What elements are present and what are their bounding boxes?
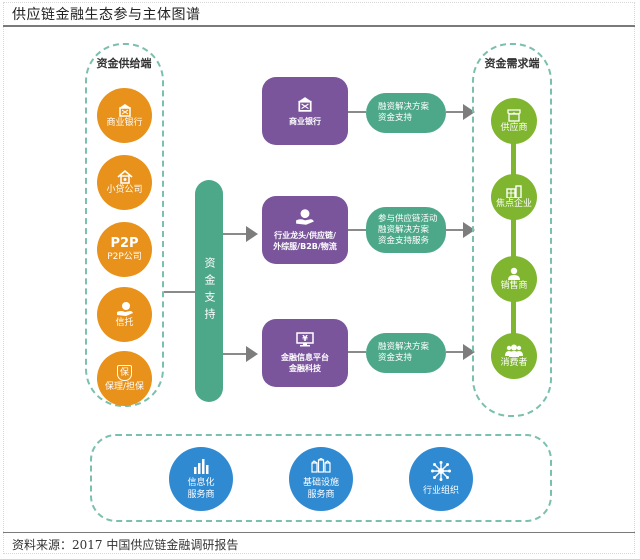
service-line: 融资解决方案 bbox=[378, 342, 430, 352]
shield-icon: 保 bbox=[117, 364, 132, 381]
figure-title: 供应链金融生态参与主体图谱 bbox=[12, 7, 201, 23]
group-icon bbox=[505, 344, 523, 357]
demand-item-consumer: 消费者 bbox=[491, 333, 537, 379]
channel-3-connector bbox=[348, 351, 366, 353]
demand-chain-line bbox=[511, 120, 516, 360]
channel-2-service-pill: 参与供应链活动 融资解决方案 资金支持服务 bbox=[366, 207, 446, 253]
service-label-line: 服务商 bbox=[187, 489, 215, 500]
bar-to-channel-2-line bbox=[223, 233, 249, 235]
p2p-text-icon: P2P bbox=[110, 236, 139, 251]
arrow-right-icon bbox=[246, 346, 258, 362]
channel-label-line: 商业银行 bbox=[289, 116, 321, 126]
capital-support-bar: 资金支持 bbox=[195, 180, 223, 402]
demand-item-label: 供应商 bbox=[500, 122, 528, 133]
demand-item-label: 焦点企业 bbox=[495, 198, 532, 209]
channel-3-out-line bbox=[446, 351, 466, 353]
service-label-line: 信息化 bbox=[187, 477, 215, 488]
monitor-yen-icon: ¥ bbox=[296, 332, 314, 348]
supply-item-factoring-guarantee: 保 保理/担保 bbox=[97, 351, 152, 406]
bar-to-channel-3-line bbox=[223, 353, 249, 355]
channel-label-line: 外综服/B2B/物流 bbox=[273, 242, 337, 251]
channel-label-line: 金融科技 bbox=[289, 364, 321, 373]
demand-item-core-enterprise: 焦点企业 bbox=[491, 174, 537, 220]
service-line: 资金支持 bbox=[378, 113, 413, 123]
channel-industry-leaders: 行业龙头/供应链/ 外综服/B2B/物流 bbox=[262, 196, 348, 264]
cubes-icon bbox=[311, 457, 331, 474]
supply-item-label: 商业银行 bbox=[106, 117, 143, 128]
service-infrastructure-provider: 基础设施 服务商 bbox=[289, 447, 353, 511]
supply-item-trust: 信托 bbox=[97, 287, 152, 342]
channel-2-connector bbox=[348, 229, 366, 231]
shop-icon bbox=[507, 108, 521, 122]
service-line: 参与供应链活动 bbox=[378, 213, 438, 224]
service-providers-group bbox=[90, 434, 552, 522]
service-label-line: 行业组织 bbox=[422, 486, 459, 496]
demand-item-label: 销售商 bbox=[500, 280, 528, 291]
supply-item-label: P2P公司 bbox=[107, 252, 142, 262]
supply-item-label: 保理/担保 bbox=[104, 381, 145, 392]
supply-item-microcredit: 小贷公司 bbox=[97, 155, 152, 210]
channel-1-out-line bbox=[446, 111, 466, 113]
service-it-provider: 信息化 服务商 bbox=[169, 447, 233, 511]
channel-label-line: 金融信息平台 bbox=[281, 353, 329, 362]
person-icon bbox=[507, 267, 521, 280]
channel-1-service-pill: 融资解决方案 资金支持 bbox=[366, 93, 446, 133]
service-label-line: 基础设施 bbox=[302, 477, 339, 488]
channel-label-line: 行业龙头/供应链/ bbox=[274, 231, 336, 240]
arrow-right-icon bbox=[246, 226, 258, 242]
bank-icon bbox=[118, 103, 132, 117]
supply-side-title: 资金供给端 bbox=[96, 57, 152, 70]
top-rule bbox=[3, 25, 635, 27]
demand-side-group bbox=[472, 43, 552, 417]
hand-coin-icon bbox=[116, 301, 134, 317]
service-line: 融资解决方案 bbox=[378, 102, 430, 112]
supply-to-bar-connector bbox=[164, 291, 195, 293]
channel-1-connector bbox=[348, 111, 366, 113]
service-label-line: 服务商 bbox=[307, 489, 335, 500]
channel-fintech-platform: ¥ 金融信息平台 金融科技 bbox=[262, 319, 348, 387]
demand-item-supplier: 供应商 bbox=[491, 98, 537, 144]
service-line: 资金支持 bbox=[378, 353, 413, 363]
figure-frame bbox=[3, 2, 635, 554]
demand-side-title: 资金需求端 bbox=[484, 57, 540, 70]
channel-3-service-pill: 融资解决方案 资金支持 bbox=[366, 333, 446, 373]
channel-commercial-bank: 商业银行 bbox=[262, 77, 348, 145]
building-icon bbox=[506, 184, 522, 198]
channel-2-out-line bbox=[446, 229, 466, 231]
hand-coin-icon bbox=[295, 208, 315, 226]
demand-item-distributor: 销售商 bbox=[491, 256, 537, 302]
supply-side-group bbox=[85, 43, 164, 407]
source-note: 资料来源：2017 中国供应链金融调研报告 bbox=[12, 538, 239, 552]
service-line: 资金支持服务 bbox=[378, 235, 430, 246]
supply-item-label: 小贷公司 bbox=[106, 184, 143, 195]
demand-item-label: 消费者 bbox=[500, 357, 528, 368]
bottom-rule bbox=[3, 532, 635, 533]
service-industry-organization: 行业组织 bbox=[409, 447, 473, 511]
network-icon bbox=[431, 461, 451, 481]
supply-item-label: 信托 bbox=[115, 317, 134, 328]
service-line: 融资解决方案 bbox=[378, 224, 430, 235]
supply-item-commercial-bank: 商业银行 bbox=[97, 88, 152, 143]
house-icon bbox=[116, 169, 133, 184]
bank-icon bbox=[297, 96, 313, 112]
svg-text:¥: ¥ bbox=[302, 334, 308, 343]
bar-chart-icon bbox=[193, 458, 209, 474]
supply-item-p2p: P2P P2P公司 bbox=[97, 222, 152, 277]
